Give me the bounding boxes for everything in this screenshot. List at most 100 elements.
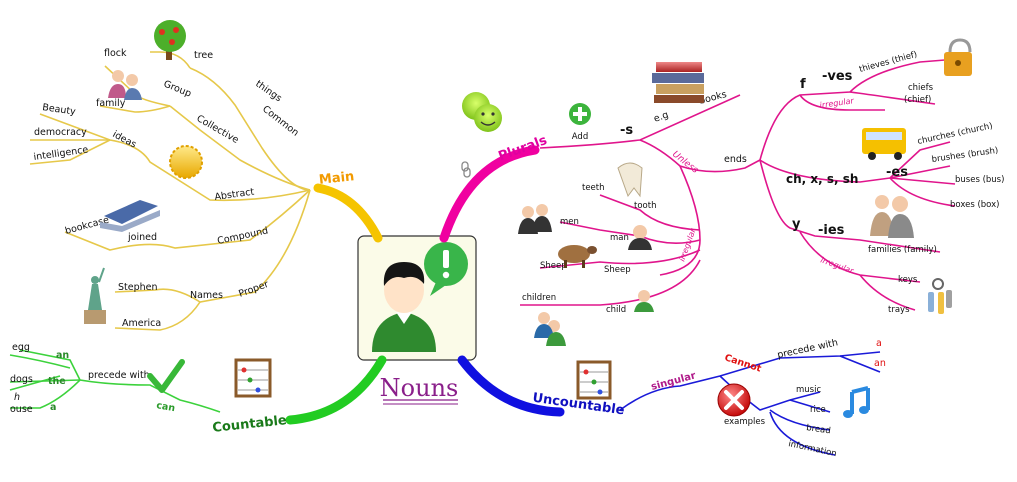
center-title: Nouns [380, 374, 459, 405]
smiley-faces-icon [462, 92, 502, 132]
main-collective: Collective [195, 113, 241, 146]
main-compound: Compound [216, 225, 269, 246]
abacus-icon-uncountable [576, 360, 612, 400]
countable-can: can [155, 400, 176, 414]
plurals-f: f [800, 77, 806, 92]
main-joined: joined [127, 232, 157, 243]
plurals-irregular-y: irregular [819, 255, 855, 275]
main-group: Group [162, 79, 193, 100]
plurals-ends: ends [724, 154, 747, 165]
main-names: Names [190, 290, 223, 301]
child-icon [634, 290, 654, 312]
branch-plurals [439, 59, 956, 311]
no-icon [717, 383, 751, 417]
stapler-icon [100, 200, 160, 232]
countable-the: the [48, 376, 66, 387]
padlock-icon [944, 38, 972, 76]
countable-egg: egg [12, 342, 30, 353]
plurals-ves: -ves [822, 69, 853, 84]
main-stephen: Stephen [118, 282, 158, 293]
exclamation-bubble-icon [424, 242, 468, 296]
checkmark-icon [147, 359, 185, 393]
man-icon [628, 225, 652, 250]
uncountable-cannot: Cannot [723, 352, 763, 374]
plurals-es: -es [886, 165, 908, 180]
main-common: Common [260, 104, 300, 139]
plurals-chiefs: chiefs [908, 83, 934, 93]
plurals-tooth: tooth [634, 201, 656, 211]
statue-of-liberty-icon [84, 267, 106, 324]
plurals-child: child [606, 305, 626, 315]
plurals-children: children [522, 293, 556, 303]
abacus-icon [234, 358, 272, 398]
center-node[interactable] [357, 235, 477, 361]
plurals-keys: keys [898, 275, 918, 285]
plurals-sheep-singular: Sheep [604, 265, 631, 275]
main-democracy: democracy [34, 127, 87, 138]
countable-a: a [50, 402, 56, 413]
keys-icon [928, 278, 952, 314]
link-icon [461, 161, 471, 178]
plurals-irregular-f: irregular [819, 96, 855, 110]
bus-icon [862, 128, 906, 160]
plurals-eg: e.g [652, 109, 670, 124]
uncountable-an: an [874, 358, 886, 369]
uncountable-singular: singular [650, 370, 697, 393]
men-icon [518, 204, 552, 234]
uncountable-examples: examples [724, 417, 766, 427]
plurals-trays: trays [888, 305, 910, 315]
main-america: America [122, 318, 161, 329]
uncountable-a: a [876, 338, 882, 349]
plurals-churches: churches (church) [917, 121, 994, 147]
plurals-y: y [792, 217, 801, 232]
plurals-add: Add [572, 132, 588, 142]
main-tree: tree [194, 50, 213, 61]
countable-h: h [14, 392, 20, 403]
grandparents-icon [870, 195, 914, 238]
tooth-icon [617, 162, 643, 198]
plurals-sheep-plural: Sheep [540, 261, 567, 271]
main-things: things [253, 78, 283, 104]
children-icon [534, 312, 566, 346]
plurals-chiefs-chief: (chief) [904, 95, 931, 105]
plurals-unless: Unless [670, 149, 700, 175]
plurals-brushes: brushes (brush) [931, 146, 999, 165]
branch-main [29, 51, 383, 331]
plurals-ies: -ies [818, 223, 845, 238]
center-title-text: Nouns [380, 374, 459, 402]
plurals-man: man [610, 233, 629, 243]
family-icon [108, 70, 142, 100]
person-icon [372, 262, 436, 352]
plurals-families: families (family) [868, 245, 937, 255]
uncountable-bread: bread [806, 423, 832, 436]
branch-uncountable [457, 351, 881, 456]
main-label: Main [318, 169, 355, 188]
main-proper: Proper [237, 279, 270, 300]
plurals-boxes: boxes (box) [950, 200, 999, 210]
countable-ouse: ouse [10, 404, 33, 415]
plurals-men: men [560, 217, 579, 227]
main-ideas: ideas [111, 129, 139, 151]
countable-an: an [56, 350, 69, 361]
add-icon [569, 103, 591, 125]
countable-dogs: dogs [10, 374, 33, 385]
uncountable-rice: rice [810, 405, 826, 415]
main-family: family [96, 98, 126, 109]
books-icon [652, 62, 704, 103]
plurals-label: Plurals [496, 133, 549, 164]
plurals-ch-x-s-sh: ch, x, s, sh [786, 172, 858, 186]
plurals-buses: buses (bus) [955, 175, 1004, 185]
main-beauty: Beauty [42, 102, 77, 118]
plurals-s: -s [620, 123, 633, 138]
tree-icon [154, 20, 186, 60]
countable-label: Countable [212, 413, 288, 436]
main-flock: flock [104, 48, 127, 59]
branch-countable [9, 349, 387, 425]
music-note-icon [843, 386, 870, 418]
plurals-teeth: teeth [582, 183, 605, 193]
sheep-icon [558, 245, 597, 268]
uncountable-music: music [796, 385, 821, 395]
uncountable-information: information [787, 439, 837, 459]
